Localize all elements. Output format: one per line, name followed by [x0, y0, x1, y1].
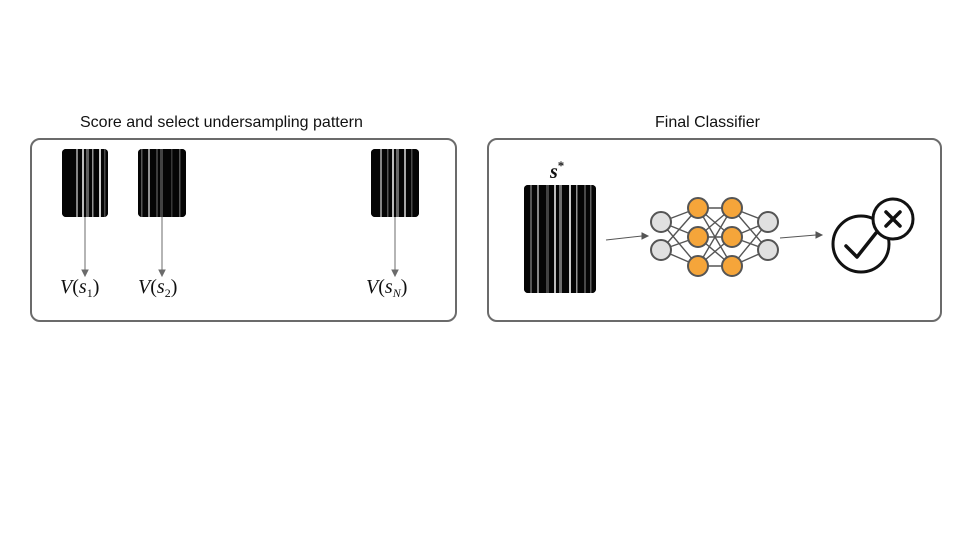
score-label-1: V(s1)	[60, 276, 100, 300]
output-arrow	[779, 231, 824, 239]
kspace-sample-2	[138, 149, 186, 217]
input-arrow	[605, 232, 650, 241]
kspace-sample-1	[62, 149, 108, 217]
cross-circle-icon	[871, 197, 915, 241]
kspace-sample-n	[371, 149, 419, 217]
left-panel-title: Score and select undersampling pattern	[80, 114, 363, 131]
score-label-2: V(s2)	[138, 276, 178, 300]
right-panel-title: Final Classifier	[655, 114, 760, 131]
selected-pattern-label: s*	[550, 158, 565, 183]
score-label-n: V(sN)	[366, 276, 408, 300]
network-edges	[660, 207, 769, 267]
selected-kspace	[524, 185, 596, 293]
network-nodes	[650, 197, 779, 277]
